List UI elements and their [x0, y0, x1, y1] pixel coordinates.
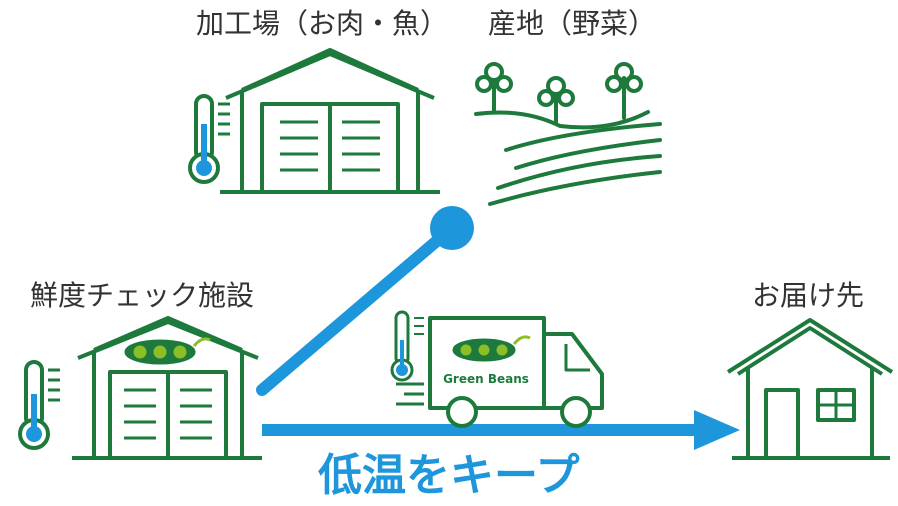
- route-arrowhead: [694, 410, 740, 450]
- thermometer-icon: [390, 310, 424, 382]
- thermometer-icon: [188, 94, 230, 184]
- route-node-dot: [430, 206, 474, 250]
- thermometer-icon: [18, 360, 60, 450]
- destination-label: お届け先: [752, 279, 865, 312]
- peapod-logo-icon: [124, 337, 211, 365]
- truck-icon: [396, 316, 604, 428]
- peapod-logo-icon: [452, 335, 531, 362]
- truck-brand-label: Green Beans: [443, 372, 529, 386]
- farm-field-icon: [474, 62, 662, 206]
- route-farm-to-facility: [256, 222, 458, 396]
- factory-label: 加工場（お肉・魚）: [196, 7, 449, 40]
- tagline: 低温をキープ: [318, 450, 580, 501]
- factory-warehouse-icon: [220, 48, 440, 194]
- facility-warehouse-icon: [72, 316, 262, 460]
- house-icon: [726, 318, 894, 460]
- facility-label: 鮮度チェック施設: [30, 279, 255, 312]
- farm-label: 産地（野菜）: [488, 7, 657, 40]
